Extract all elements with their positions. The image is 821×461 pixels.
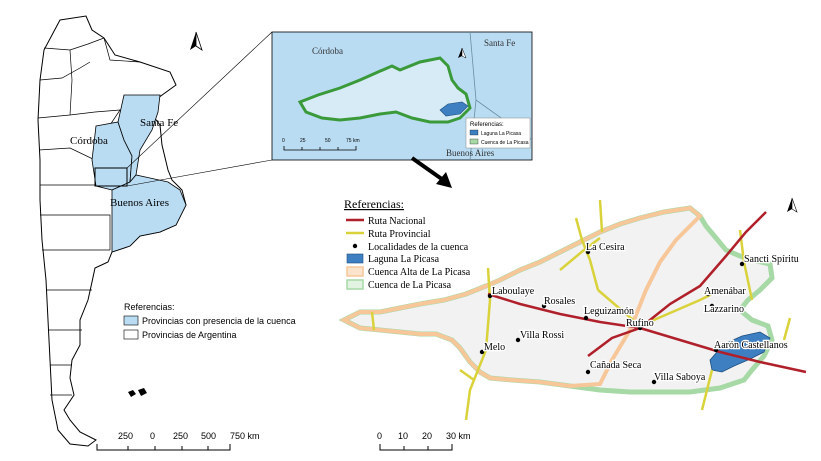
- svg-text:Laguna La Picasa: Laguna La Picasa: [481, 131, 521, 137]
- province-borders: [37, 37, 151, 396]
- svg-text:Referencias:: Referencias:: [344, 197, 404, 211]
- locality-canada-seca: [585, 369, 591, 375]
- svg-text:10: 10: [398, 431, 408, 441]
- label-melo: Melo: [484, 342, 505, 353]
- locality-villa-saboya: [651, 379, 657, 385]
- inset-map: Córdoba Santa Fe Buenos Aires Referencia…: [271, 31, 533, 161]
- label-santa-fe: Santa Fe: [140, 117, 178, 129]
- svg-text:0: 0: [282, 138, 285, 144]
- north-arrow-icon: [458, 47, 467, 59]
- locality-amenabar: [705, 291, 711, 297]
- svg-text:Cuenca de La Picasa: Cuenca de La Picasa: [481, 140, 529, 146]
- label-cordoba: Córdoba: [70, 135, 108, 147]
- detail-scale-bar: 0 10 20 30 km: [377, 431, 471, 451]
- svg-text:750 km: 750 km: [230, 431, 260, 441]
- svg-text:250: 250: [118, 431, 133, 441]
- svg-text:25: 25: [300, 138, 306, 144]
- label-villa-saboya: Villa Saboya: [654, 372, 706, 383]
- detail-lagoon: [709, 331, 771, 373]
- svg-text:20: 20: [422, 431, 432, 441]
- label-aaron-castellanos: Aarón Castellanos: [714, 340, 788, 351]
- svg-text:0: 0: [377, 431, 382, 441]
- argentina-map: Córdoba Santa Fe Buenos Aires Referencia…: [37, 15, 296, 451]
- inset-basin: [297, 56, 472, 124]
- label-leguizamon: Leguizamón: [584, 306, 634, 317]
- locality-rufino: [637, 325, 643, 331]
- locality-labels: La Cesira Sancti Spíritu Amenábar Lazzar…: [483, 241, 800, 385]
- locality-la-cesira: [585, 249, 591, 255]
- province-buenos-aires: [111, 174, 187, 253]
- label-rufino: Rufino: [626, 318, 654, 329]
- svg-text:Cuenca Alta de La Picasa: Cuenca Alta de La Picasa: [368, 267, 471, 278]
- national-legend: Referencias: Provincias con presencia de…: [123, 302, 296, 340]
- locality-villa-rossi: [515, 337, 521, 343]
- study-area-box: [94, 167, 128, 187]
- inset-connector-lines: [126, 31, 273, 187]
- detail-map: La Cesira Sancti Spíritu Amenábar Lazzar…: [338, 197, 807, 451]
- svg-text:Cuenca de La Picasa: Cuenca de La Picasa: [368, 280, 452, 291]
- inset-label-buenos-aires: Buenos Aires: [446, 148, 495, 158]
- svg-text:Referencias:: Referencias:: [470, 122, 504, 128]
- locality-sancti-spiritu: [739, 261, 745, 267]
- svg-text:Ruta Provincial: Ruta Provincial: [368, 229, 431, 240]
- svg-text:75 km: 75 km: [346, 138, 360, 144]
- label-lazzarino: Lazzarino: [704, 304, 744, 315]
- label-buenos-aires: Buenos Aires: [110, 197, 169, 209]
- national-legend-item-1: Provincias con presencia de la cuenca: [142, 316, 296, 326]
- locality-aaron-castellanos: [713, 347, 719, 353]
- svg-text:Laguna La Picasa: Laguna La Picasa: [368, 254, 440, 265]
- arrow-icon: [410, 156, 452, 188]
- svg-text:Localidades de la cuenca: Localidades de la cuenca: [368, 242, 469, 253]
- malvinas-islands: [128, 388, 147, 397]
- locality-leguizamon: [583, 315, 589, 321]
- provincial-routes: [370, 199, 792, 421]
- localities: [479, 249, 745, 385]
- svg-text:500: 500: [201, 431, 216, 441]
- locality-lazzarino: [709, 303, 715, 309]
- north-arrow-icon: [190, 31, 203, 51]
- label-villa-rossi: Villa Rossi: [520, 330, 564, 341]
- inset-label-santa-fe: Santa Fe: [484, 38, 515, 48]
- svg-text:Ruta Nacional: Ruta Nacional: [368, 216, 426, 227]
- svg-text:0: 0: [150, 431, 155, 441]
- label-rosales: Rosales: [544, 296, 575, 307]
- svg-text:50: 50: [325, 138, 331, 144]
- label-la-cesira: La Cesira: [586, 242, 625, 253]
- svg-text:250: 250: [173, 431, 188, 441]
- label-amenabar: Amenábar: [704, 286, 746, 297]
- detail-legend: Referencias: Ruta Nacional Ruta Provinci…: [344, 197, 471, 291]
- inset-lagoon: [439, 101, 469, 117]
- inset-label-cordoba: Córdoba: [312, 46, 343, 56]
- label-canada-seca: Cañada Seca: [590, 360, 642, 371]
- label-sancti-spiritu: Sancti Spíritu: [744, 254, 799, 265]
- inset-legend: Referencias: Laguna La Picasa Cuenca de …: [465, 117, 531, 149]
- locality-melo: [479, 349, 485, 355]
- locality-rosales: [541, 303, 547, 309]
- svg-text:30 km: 30 km: [446, 431, 471, 441]
- national-legend-title: Referencias:: [124, 302, 175, 312]
- north-arrow-icon: [787, 197, 798, 213]
- label-laboulaye: Laboulaye: [492, 286, 535, 297]
- inset-scale-bar: 0 25 50 75 km: [282, 138, 360, 151]
- national-legend-item-2: Provincias de Argentina: [142, 330, 237, 340]
- national-scale-bar: 250 0 250 500 750 km: [96, 431, 260, 451]
- detail-upper-basin: [339, 205, 703, 389]
- locality-laboulaye: [487, 293, 493, 299]
